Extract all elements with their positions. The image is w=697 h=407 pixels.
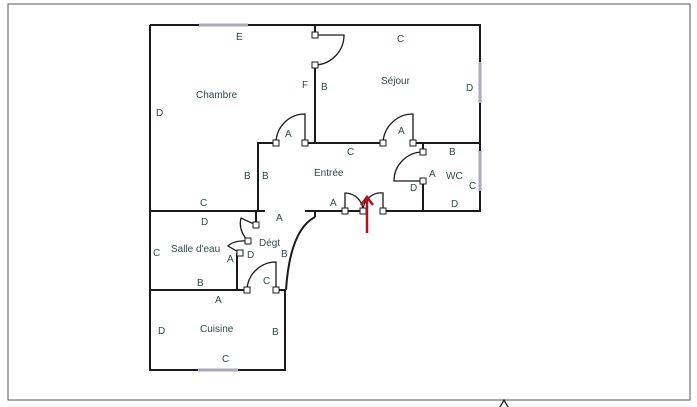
wall-label: B: [281, 249, 288, 260]
wall-label: C: [397, 34, 404, 45]
wall-label: D: [451, 199, 458, 210]
north-arrow-icon: [499, 398, 509, 407]
wall-label: C: [153, 248, 160, 259]
wall-label: B: [321, 82, 328, 93]
wall-label: A: [227, 254, 234, 265]
windows: [198, 23, 482, 372]
room-label-wc: WC: [446, 171, 463, 182]
wall-label: B: [262, 171, 269, 182]
wall-label: B: [197, 278, 204, 289]
wall-label: A: [285, 129, 292, 140]
door-hinges: [236, 31, 427, 294]
wall-label: D: [466, 83, 473, 94]
room-label-chambre: Chambre: [196, 90, 238, 101]
wall-label: B: [244, 171, 251, 182]
wall-label: C: [263, 276, 270, 287]
wall-label: D: [201, 217, 208, 228]
wall-label: A: [215, 295, 222, 306]
wall-label: D: [410, 183, 417, 194]
room-label-sejour: Séjour: [381, 76, 411, 87]
entry-arrow-icon: [360, 194, 374, 233]
wall-label: A: [330, 198, 337, 209]
wall-label: D: [247, 250, 254, 261]
room-label-degt: Dégt: [259, 238, 280, 249]
wall-label: E: [236, 32, 243, 43]
wall-label: A: [276, 213, 283, 224]
room-label-entree: Entrée: [314, 168, 344, 179]
wall-label: F: [302, 80, 308, 91]
wall-label: A: [398, 126, 405, 137]
wall-label: D: [158, 326, 165, 337]
wall-labels: E D F C C B D A A B B C A B A D C D D C …: [153, 32, 476, 365]
wall-label: C: [222, 354, 229, 365]
walls: [149, 24, 481, 371]
wall-label: B: [449, 147, 456, 158]
wall-label: C: [200, 198, 207, 209]
wall-label: A: [429, 169, 436, 180]
wall-label: C: [347, 147, 354, 158]
wall-label: D: [156, 108, 163, 119]
wall-label: B: [272, 327, 279, 338]
page-frame: [7, 3, 691, 401]
room-label-salle-eau: Salle d'eau: [171, 244, 220, 255]
room-label-cuisine: Cuisine: [200, 324, 234, 335]
wall-label: C: [469, 181, 476, 192]
